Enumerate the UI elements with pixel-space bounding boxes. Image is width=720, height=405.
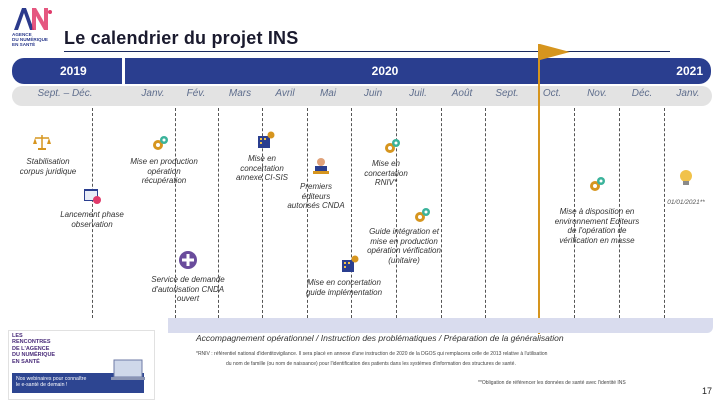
month-label: Fév. bbox=[186, 88, 206, 99]
month-label: Sept. – Déc. bbox=[37, 88, 93, 99]
month-label: Sept. bbox=[495, 88, 519, 99]
date-label: 01/01/2021** bbox=[667, 199, 705, 206]
page-number: 17 bbox=[701, 386, 712, 396]
timeline-divider bbox=[218, 108, 219, 318]
month-label: Déc. bbox=[631, 88, 653, 99]
milestone-label: Mise en concertation annexe CI-SIS bbox=[235, 154, 289, 182]
browser-gear-icon bbox=[82, 186, 102, 206]
milestone-label: Mise en concertation RNIV* bbox=[364, 159, 408, 187]
logo-subtitle: AGENCE DU NUMÉRIQUE EN SANTÉ bbox=[12, 32, 48, 48]
month-label: Mars bbox=[228, 88, 252, 99]
footnote-line: du nom de famille (ou nom de naissance) … bbox=[226, 361, 516, 367]
timeline-divider bbox=[619, 108, 620, 318]
footnote-line: *RNIV : référentiel national d'identitov… bbox=[196, 351, 548, 357]
year-label: 2021 bbox=[676, 64, 703, 78]
scales-icon bbox=[32, 132, 52, 152]
timeline-divider bbox=[307, 108, 308, 318]
timeline-divider bbox=[262, 108, 263, 318]
gear-icon bbox=[412, 205, 432, 225]
milestone-label: Mise à disposition en environnement Edit… bbox=[554, 207, 640, 245]
month-label: Nov. bbox=[587, 88, 607, 99]
building-gear-icon bbox=[340, 254, 360, 274]
month-bar bbox=[12, 86, 712, 106]
year-2021-bar: 2021 bbox=[645, 58, 711, 84]
timeline-divider bbox=[574, 108, 575, 318]
gear-icon bbox=[382, 136, 402, 156]
month-label: Oct. bbox=[542, 88, 562, 99]
person-desk-icon bbox=[311, 156, 331, 176]
title-underline bbox=[64, 51, 670, 52]
today-flag-icon bbox=[540, 44, 570, 60]
year-2020-bar: 2020 bbox=[125, 58, 645, 84]
timeline-divider bbox=[175, 108, 176, 318]
plus-icon bbox=[178, 250, 198, 270]
month-label: Juil. bbox=[409, 88, 427, 99]
milestone-label: Lancement phase observation bbox=[60, 210, 124, 229]
ans-logo-icon bbox=[14, 8, 52, 30]
milestone-label: Mise en production opération récupératio… bbox=[130, 157, 198, 185]
month-label: Janv. bbox=[141, 88, 165, 99]
timeline-divider bbox=[441, 108, 442, 318]
gear-icon bbox=[587, 174, 607, 194]
today-flag-pole bbox=[538, 44, 540, 334]
timeline-divider bbox=[485, 108, 486, 318]
timeline-divider bbox=[664, 108, 665, 318]
promo-banner-text: Nos webinaires pour connaître le e-santé… bbox=[16, 376, 87, 388]
laptop-icon bbox=[111, 359, 145, 380]
accompaniment-band bbox=[168, 318, 713, 333]
month-label: Août bbox=[451, 88, 473, 99]
milestone-label: Premiers éditeurs autorisés CNDA bbox=[287, 182, 345, 210]
year-label: 2019 bbox=[60, 64, 87, 78]
page-title: Le calendrier du projet INS bbox=[64, 28, 299, 48]
promo-title: LES RENCONTRES DE L'AGENCE DU NUMÉRIQUE … bbox=[12, 333, 56, 365]
milestone-label: Stabilisation corpus juridique bbox=[19, 157, 77, 176]
building-gear-icon bbox=[256, 130, 276, 150]
month-label: Avril bbox=[275, 88, 295, 99]
month-label: Janv. bbox=[676, 88, 700, 99]
milestone-label: Service de demande d'autorisation CNDA o… bbox=[151, 275, 225, 303]
timeline-divider bbox=[92, 108, 93, 318]
timeline-divider bbox=[396, 108, 397, 318]
year-label: 2020 bbox=[371, 64, 399, 78]
timeline-divider bbox=[351, 108, 352, 318]
year-2019-bar: 2019 bbox=[12, 58, 122, 84]
milestone-label: Guide intégration et mise en production … bbox=[367, 227, 441, 265]
footnote-line: **Obligation de référencer les données d… bbox=[478, 380, 626, 386]
month-label: Mai bbox=[319, 88, 337, 99]
accompaniment-text: Accompagnement opérationnel / Instructio… bbox=[196, 333, 564, 343]
lightbulb-icon bbox=[676, 167, 696, 187]
milestone-label: Mise en concertation guide implémentatio… bbox=[305, 278, 383, 297]
month-label: Juin bbox=[363, 88, 383, 99]
gear-icon bbox=[150, 133, 170, 153]
